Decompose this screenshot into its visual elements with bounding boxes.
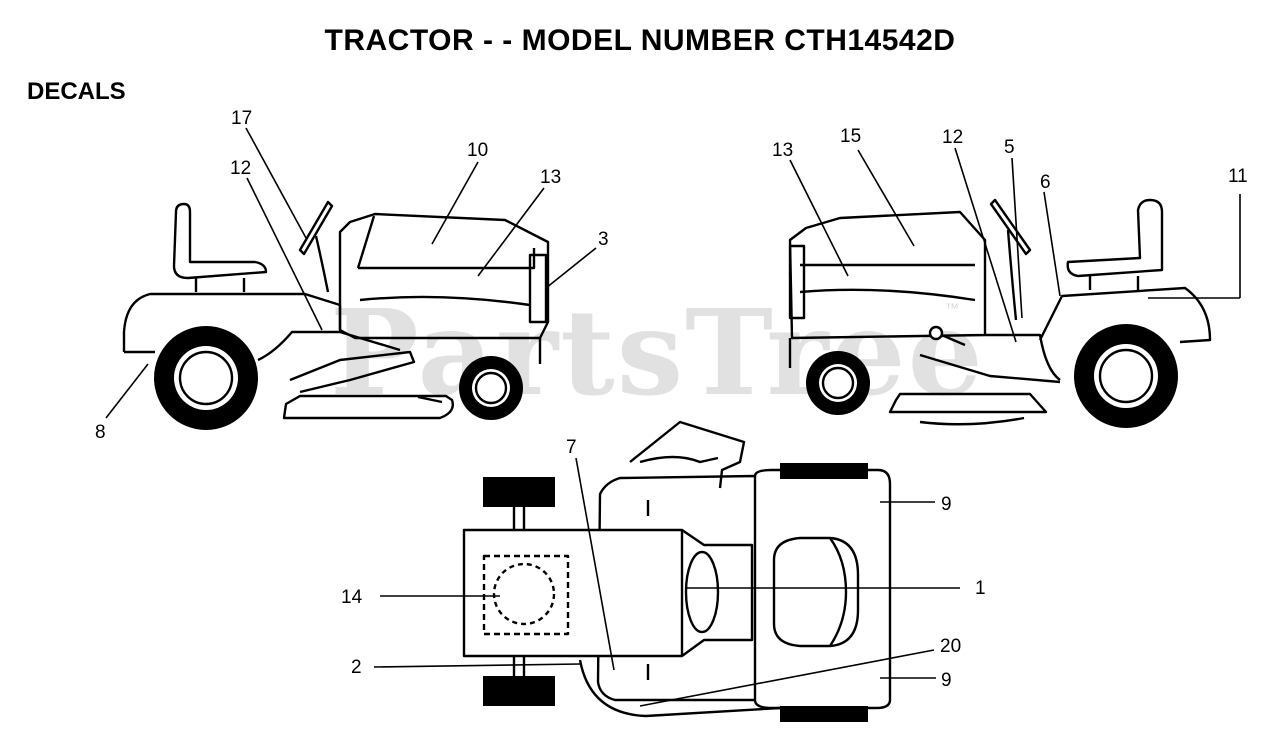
section-heading: DECALS (27, 78, 126, 105)
callout-5-right: 5 (1004, 137, 1015, 158)
watermark: PartsTree (330, 283, 985, 422)
callout-3-left: 3 (598, 229, 609, 250)
callout-labels: 17 12 10 13 3 8 13 15 12 5 6 11 7 9 14 1… (95, 108, 1248, 691)
callout-15-right: 15 (840, 126, 861, 147)
callout-7-top: 7 (566, 437, 577, 458)
callout-12-right: 12 (942, 127, 963, 148)
page-title: TRACTOR - - MODEL NUMBER CTH14542D (324, 24, 956, 57)
callout-20-top: 20 (940, 636, 961, 657)
callout-9-top-lower: 9 (941, 670, 952, 691)
callout-14-top: 14 (341, 587, 363, 608)
callout-10-left: 10 (467, 140, 488, 161)
callout-17-left: 17 (231, 108, 252, 129)
callout-11-right: 11 (1228, 166, 1248, 187)
top-view (462, 420, 892, 722)
callout-2-top: 2 (351, 657, 362, 678)
callout-1-top: 1 (975, 578, 986, 599)
left-side-view (122, 200, 550, 430)
callout-12-left: 12 (230, 158, 251, 179)
callout-13-left: 13 (540, 167, 561, 188)
callout-6-right: 6 (1040, 172, 1051, 193)
callout-13-right: 13 (772, 140, 793, 161)
watermark-trademark: ™ (945, 300, 959, 316)
callout-leaders (105, 127, 1241, 707)
callout-8-left: 8 (95, 422, 106, 443)
right-side-view (788, 198, 1212, 428)
callout-9-top-upper: 9 (941, 494, 952, 515)
